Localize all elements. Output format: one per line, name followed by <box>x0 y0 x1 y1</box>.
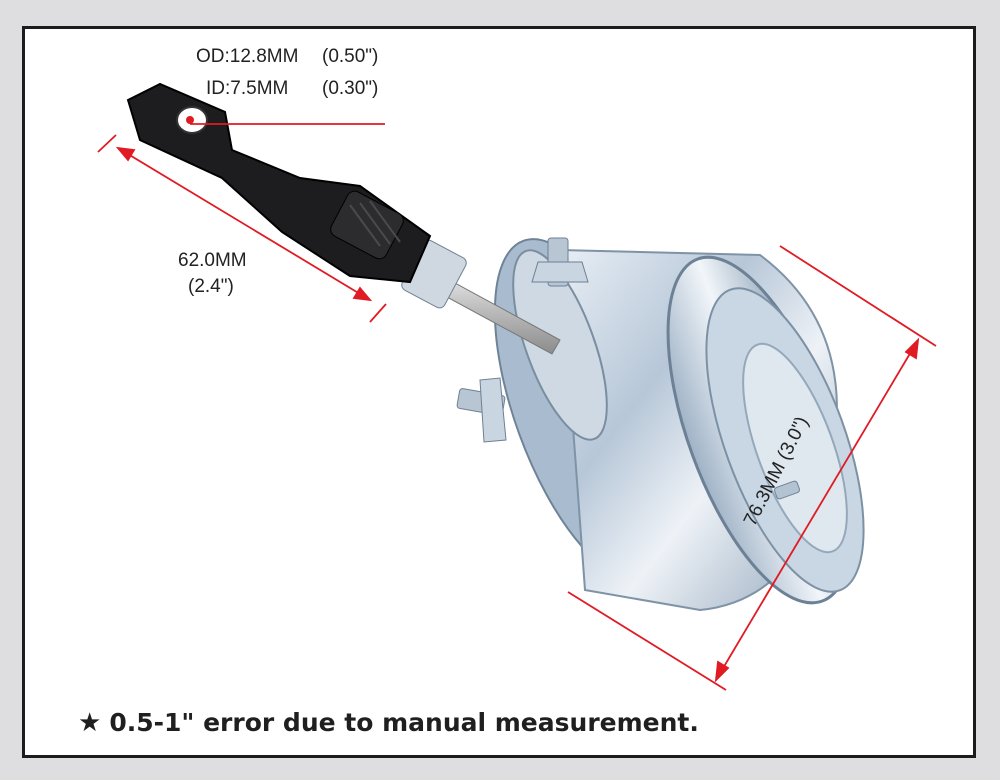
star-icon: ★ <box>78 707 102 738</box>
lever-arm <box>126 82 432 284</box>
length-inch-label: (2.4") <box>188 276 234 297</box>
length-dimension <box>97 134 387 323</box>
id-inch-label: (0.30") <box>322 78 379 99</box>
mounting-studs <box>456 237 589 443</box>
footnote: ★ 0.5-1" error due to manual measurement… <box>78 708 699 737</box>
footnote-text: 0.5-1" error due to manual measurement. <box>109 708 699 737</box>
od-inch-label: (0.50") <box>322 46 379 67</box>
diameter-dimension <box>567 245 937 691</box>
od-mm-label: OD:12.8MM <box>196 46 299 67</box>
actuator-can <box>493 238 865 612</box>
id-mm-label: ID:7.5MM <box>206 78 289 99</box>
length-mm-label: 62.0MM <box>178 250 247 271</box>
